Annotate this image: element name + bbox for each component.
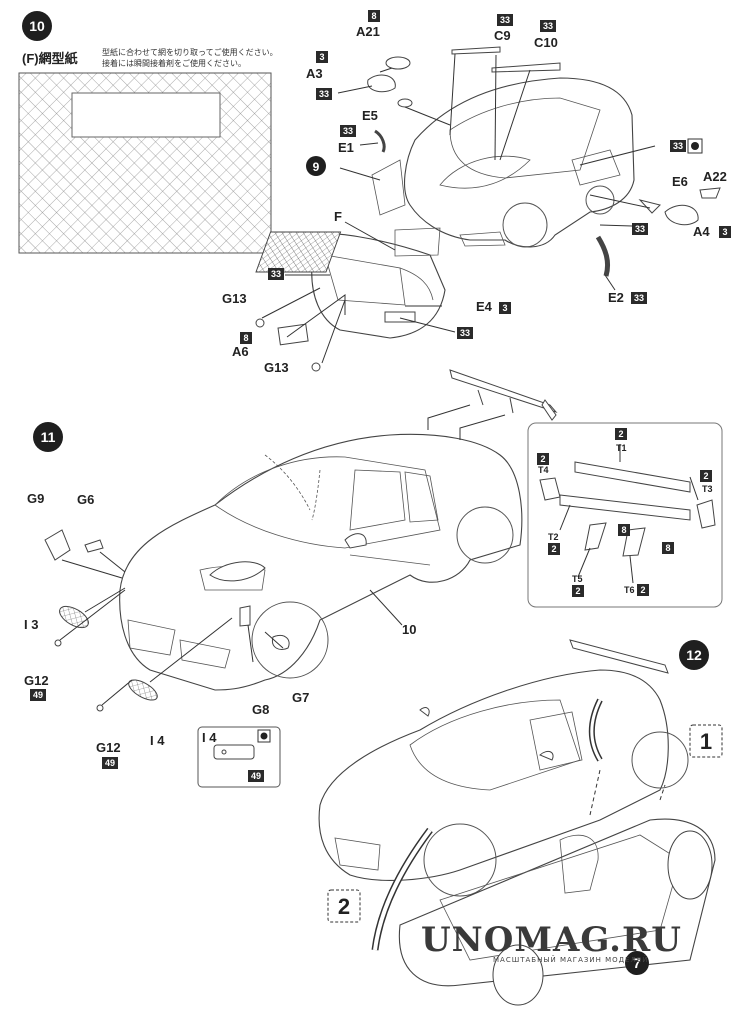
color-code-badge: 33 xyxy=(634,293,644,303)
part-label-G13: G13 xyxy=(264,360,289,375)
color-code-badge: 49 xyxy=(105,758,115,768)
part-label-T2: T2 xyxy=(548,532,559,542)
mesh-card-note-2: 接着には瞬間接着剤をご使用ください。 xyxy=(102,58,246,68)
color-code-badge: 33 xyxy=(543,21,553,31)
step-12-badge xyxy=(679,640,709,670)
part-label-A4: A4 xyxy=(693,224,710,239)
mesh-card-title: (F)網型紙 xyxy=(22,51,78,66)
color-code-badge: 2 xyxy=(551,544,556,554)
part-label-A6: A6 xyxy=(232,344,249,359)
color-code-badge: 33 xyxy=(460,328,470,338)
step-11-leader-lines xyxy=(59,551,403,706)
part-label-body-10: 10 xyxy=(402,622,416,637)
part-label-A22: A22 xyxy=(703,169,727,184)
part-label-G8: G8 xyxy=(252,702,269,717)
color-code-badge: 3 xyxy=(502,303,507,313)
watermark: UNOMAG.RU МАСШТАБНЫЙ МАГАЗИН МОДЕЛЕЙ xyxy=(421,920,682,964)
part-label-A21: A21 xyxy=(356,24,380,39)
part-label-G7: G7 xyxy=(292,690,309,705)
color-code-badge: 2 xyxy=(575,586,580,596)
color-code-badge: 8 xyxy=(665,543,670,553)
color-code-badge: 3 xyxy=(319,52,324,62)
part-label-I3: I 3 xyxy=(24,617,38,632)
part-label-T5: T5 xyxy=(572,574,583,584)
color-code-badge: 8 xyxy=(371,11,376,21)
step-11-number: 11 xyxy=(41,429,56,445)
step-10-number: 10 xyxy=(29,18,45,34)
part-label-E1: E1 xyxy=(338,140,354,155)
ref-step-9: 9 xyxy=(313,160,320,174)
step-12-number: 12 xyxy=(686,647,702,663)
part-label-C10: C10 xyxy=(534,35,558,50)
color-code-badge: 2 xyxy=(540,454,545,464)
car-body-front-diagram xyxy=(255,77,635,339)
step-10-labels: 8 A21 3 A3 33 33 C9 33 C10 E5 33 E1 9 33… xyxy=(222,10,731,375)
part-label-T4: T4 xyxy=(538,465,549,475)
color-code-badge: 8 xyxy=(243,333,248,343)
part-label-E5: E5 xyxy=(362,108,378,123)
sub-step-1-number: 1 xyxy=(700,729,712,754)
part-label-A3: A3 xyxy=(306,66,323,81)
part-label-G12: G12 xyxy=(96,740,121,755)
part-label-G6: G6 xyxy=(77,492,94,507)
color-code-badge: 2 xyxy=(703,471,708,481)
color-code-badge: 33 xyxy=(673,141,683,151)
step-10-badge xyxy=(22,11,52,41)
mesh-pattern-area xyxy=(18,72,272,254)
sub-step-1-box xyxy=(689,724,723,758)
color-code-badge: 33 xyxy=(343,126,353,136)
step-11-labels: G9 G6 I 3 G12 49 G12 49 I 4 I 4 49 G8 G7… xyxy=(24,491,416,782)
ref-step-7-number: 7 xyxy=(633,955,641,971)
mix-color-icon xyxy=(260,732,268,740)
part-label-I4: I 4 xyxy=(150,733,165,748)
step-11: 11 xyxy=(24,369,723,788)
sub-step-refs: 1 2 7 xyxy=(327,724,723,975)
color-code-badge: 33 xyxy=(271,269,281,279)
part-label-T3: T3 xyxy=(702,484,713,494)
color-code-badge: 8 xyxy=(621,525,626,535)
mesh-card-note-1: 型紙に合わせて網を切り取ってご使用ください。 xyxy=(102,47,278,57)
part-label-G9: G9 xyxy=(27,491,44,506)
part-label-C9: C9 xyxy=(494,28,511,43)
sub-step-2-number: 2 xyxy=(338,894,350,919)
watermark-text: UNOMAG.RU xyxy=(421,920,682,960)
color-code-badge: 49 xyxy=(251,771,261,781)
color-code-badge: 33 xyxy=(319,89,329,99)
ref-step-7-badge xyxy=(625,951,649,975)
mesh-template-card: (F)網型紙 型紙に合わせて網を切り取ってご使用ください。 接着には瞬間接着剤を… xyxy=(18,47,278,254)
car-assembly-diagram xyxy=(318,639,716,1006)
mix-color-icon xyxy=(691,142,699,150)
part-label-G12: G12 xyxy=(24,673,49,688)
sub-step-2-box xyxy=(327,889,361,923)
part-label-G13: G13 xyxy=(222,291,247,306)
part-label-E6: E6 xyxy=(672,174,688,189)
wing-detail-inset: 2 T1 2 T4 2 T3 T2 2 8 8 T5 2 T6 2 xyxy=(527,422,723,608)
step-10-leader-lines xyxy=(261,53,656,364)
color-code-badge: 2 xyxy=(640,585,645,595)
step-10-parts xyxy=(255,46,721,372)
part-label-T6: T6 xyxy=(624,585,635,595)
color-code-badge: 3 xyxy=(722,227,727,237)
step-10: 10 (F)網型紙 型紙に合わせて網を切り取ってご使用ください。 接着には瞬間接… xyxy=(18,10,731,375)
mesh-cutout-window xyxy=(71,92,221,138)
watermark-subtext: МАСШТАБНЫЙ МАГАЗИН МОДЕЛЕЙ xyxy=(493,955,648,964)
grille-mesh-F xyxy=(255,231,342,273)
step-11-parts xyxy=(44,529,290,788)
color-code-badge: 2 xyxy=(618,429,623,439)
part-label-T1: T1 xyxy=(616,443,627,453)
color-code-badge: 33 xyxy=(500,15,510,25)
part-label-E2: E2 xyxy=(608,290,624,305)
part-label-I4: I 4 xyxy=(202,730,217,745)
car-body-full-diagram xyxy=(119,433,523,691)
part-label-F: F xyxy=(334,209,342,224)
step-11-badge xyxy=(33,422,63,452)
part-label-E4: E4 xyxy=(476,299,493,314)
color-code-badge: 49 xyxy=(33,690,43,700)
step-12: 12 1 2 xyxy=(318,639,723,1006)
color-code-badge: 33 xyxy=(635,224,645,234)
rear-wing-diagram xyxy=(427,369,558,440)
